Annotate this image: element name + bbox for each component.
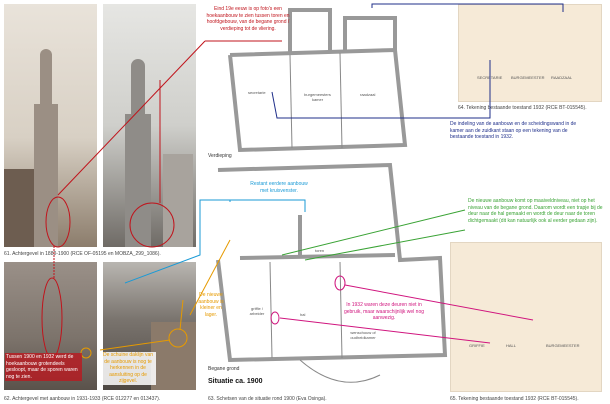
drawing-label: RAADZAAL (551, 75, 573, 80)
room-secretarie: secretarie (248, 90, 266, 95)
label-begane-grond: Begane grond (208, 366, 240, 372)
room-griffie: griffie / arbeider (249, 306, 265, 316)
note-red-bottom: Tussen 1900 en 1932 werd de hoekaanbouw … (5, 353, 82, 381)
photo-tower-1880 (4, 4, 97, 247)
note-orange-2: De schuine daklijn van de aanbouw is nog… (100, 352, 156, 385)
note-red-top: Eind 19e eeuw is op foto's een hoekaanbo… (206, 6, 290, 32)
room-toren: toren (315, 248, 325, 253)
floor-plan-upper-walls (289, 52, 343, 149)
room-wenschouw: wenschouw of oudheidkamer (350, 330, 376, 340)
drawing-label: HALL (506, 343, 517, 348)
note-blue: De indeling van de aanbouw en de scheidi… (450, 121, 577, 140)
drawing-1932-upper: SECRETARIE BURGEMEESTER RAADZAAL (458, 4, 602, 102)
drawing-label: BURGEMEESTER (546, 343, 580, 348)
room-hal: hal (300, 312, 306, 317)
caption-fig65: 65. Tekening bestaande toestand 1932 (RC… (450, 396, 579, 402)
photo-tower-1900 (103, 4, 196, 247)
title-situatie: Situatie ca. 1900 (208, 378, 263, 385)
note-magenta: In 1932 waren deze deuren niet in gebrui… (343, 302, 425, 321)
caption-fig62: 62. Achtergevel met aanbouw in 1931-1933… (4, 396, 161, 402)
drawing-1932-ground: GRIFFIE HALL BURGEMEESTER (450, 242, 602, 392)
caption-fig61: 61. Achtergevel in 1880-1900 (RCE OF-051… (4, 251, 161, 257)
caption-fig63: 63. Schetsen van de situatie rond 1900 (… (208, 396, 327, 402)
note-orange-1: De nieuwe aanbouw is kleiner en lager. (198, 292, 224, 318)
floor-plan-upper (228, 8, 408, 153)
drawing-label: BURGEMEESTER (511, 75, 545, 80)
drawing-label: GRIFFIE (469, 343, 485, 348)
caption-fig64: 64. Tekening bestaande toestand 1932 (RC… (458, 105, 587, 111)
label-verdieping: Verdieping (208, 153, 232, 159)
room-burgemeesterskamer: burgemeesters kamer (304, 92, 331, 102)
note-cyan: Restant eerdere aanbouw met kruisvenster… (250, 181, 308, 194)
note-green: De nieuwe aanbouw komt op maaiveldniveau… (468, 198, 603, 224)
floor-plan-ground (216, 162, 448, 363)
room-raadzaal: raadzaal (360, 92, 376, 97)
